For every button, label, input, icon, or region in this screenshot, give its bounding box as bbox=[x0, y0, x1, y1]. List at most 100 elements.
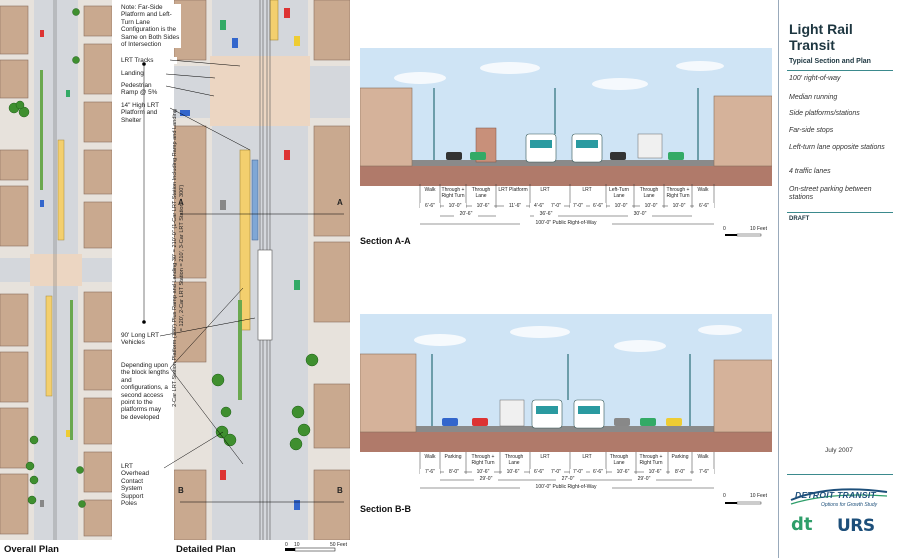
plan-scale-50: 50 Feet bbox=[330, 542, 347, 548]
sec-b-lane-through-right-left: Through + Right Turn bbox=[471, 454, 495, 466]
detailed-plan-map bbox=[174, 0, 350, 540]
title-line-2: Transit bbox=[789, 37, 835, 53]
sec-a-scale-10: 10 Feet bbox=[750, 226, 767, 232]
sec-a-row: 100'-0" Public Right-of-Way bbox=[520, 220, 612, 226]
feature-item-2: Median running bbox=[789, 94, 838, 101]
annotation-landing: Landing bbox=[121, 70, 171, 78]
section-a-title: Section A-A bbox=[360, 236, 411, 246]
sec-a-lane-platform: LRT Platform bbox=[498, 187, 528, 193]
feature-item-4: Far-side stops bbox=[789, 127, 834, 134]
plan-scale-10: 10 bbox=[294, 542, 300, 548]
sec-a-width-10: 10'-0" bbox=[668, 203, 690, 209]
sec-a-width-5: 7'-0" bbox=[548, 203, 564, 209]
sec-a-lane-through-right: Through Lane bbox=[639, 187, 659, 199]
sec-b-width-7: 6'-6" bbox=[590, 469, 606, 475]
sec-a-width-4: 4'-6" bbox=[530, 203, 548, 209]
title-rule bbox=[787, 70, 893, 71]
sec-b-lane-through-right-right: Through + Right Turn bbox=[639, 454, 663, 466]
sec-b-width-3: 10'-6" bbox=[502, 469, 524, 475]
sec-b-lane-walk-left: Walk bbox=[424, 454, 436, 460]
sec-a-lane-lrt-2: LRT bbox=[582, 187, 592, 193]
sec-a-lane-walk-right: Walk bbox=[697, 187, 709, 193]
feature-item-3: Side platforms/stations bbox=[789, 110, 860, 117]
sec-a-width-9: 10'-0" bbox=[640, 203, 662, 209]
sec-a-lane-left-turn: Left-Turn Lane bbox=[608, 187, 630, 199]
logo-main-text: DETROIT TRANSIT bbox=[795, 490, 876, 500]
feature-item-7: On-street parking between stations bbox=[789, 186, 872, 201]
overall-plan-title: Overall Plan bbox=[4, 544, 59, 555]
subtitle: Typical Section and Plan bbox=[789, 58, 871, 65]
detroit-transit-swoosh-icon bbox=[790, 488, 888, 505]
annotation-lrt-tracks: LRT Tracks bbox=[121, 57, 177, 65]
sec-a-width-8: 10'-0" bbox=[610, 203, 632, 209]
sec-a-width-11: 6'-6" bbox=[694, 203, 714, 209]
sec-b-width-4: 6'-6" bbox=[530, 469, 548, 475]
sec-a-width-0: 6'-6" bbox=[420, 203, 440, 209]
draft-label: DRAFT bbox=[789, 216, 810, 222]
section-b-scale-bar bbox=[725, 501, 762, 505]
annotation-poles: LRT Overhead Contact System Support Pole… bbox=[121, 463, 161, 508]
sec-b-scale-10: 10 Feet bbox=[750, 493, 767, 499]
sec-b-subtotal-0: 29'-0" bbox=[474, 476, 498, 482]
date-rule bbox=[787, 474, 893, 475]
sec-b-width-10: 8'-0" bbox=[670, 469, 690, 475]
feature-item-5: Left-turn lane opposite stations bbox=[789, 144, 885, 151]
plan-scale-bar bbox=[285, 547, 336, 552]
sec-b-scale-0: 0 bbox=[723, 493, 726, 499]
sec-a-width-2: 10'-6" bbox=[472, 203, 494, 209]
sec-b-width-11: 7'-6" bbox=[694, 469, 714, 475]
sec-a-width-6: 7'-0" bbox=[570, 203, 586, 209]
annotation-note: Note: Far-Side Platform and Left-Turn La… bbox=[121, 4, 181, 49]
plan-scale-0: 0 bbox=[285, 542, 288, 548]
section-marker-b-right: B bbox=[337, 486, 343, 495]
sec-b-width-8: 10'-6" bbox=[612, 469, 634, 475]
urs-logo: URS bbox=[837, 516, 875, 536]
section-marker-a-left: A bbox=[178, 198, 184, 207]
sec-b-width-0: 7'-6" bbox=[420, 469, 440, 475]
section-marker-a-right: A bbox=[337, 198, 343, 207]
feature-item-1: 100' right-of-way bbox=[789, 75, 841, 82]
section-marker-b-left: B bbox=[178, 486, 184, 495]
sec-a-width-1: 10'-0" bbox=[444, 203, 466, 209]
section-b-title: Section B-B bbox=[360, 504, 412, 514]
overall-plan-panel bbox=[0, 0, 112, 540]
section-b-illustration bbox=[360, 314, 772, 454]
section-a-scale-bar bbox=[725, 233, 762, 237]
leader-lines bbox=[142, 59, 256, 469]
sec-a-lane-lrt-1: LRT bbox=[540, 187, 550, 193]
sec-b-lane-parking-right: Parking bbox=[671, 454, 689, 460]
sec-a-lane-through-right-right: Through + Right Turn bbox=[666, 187, 690, 199]
sec-a-subtotal-0: 20'-6" bbox=[454, 211, 478, 217]
annotation-depending: Depending upon the block lengths and con… bbox=[121, 362, 169, 422]
sec-b-width-5: 7'-0" bbox=[548, 469, 564, 475]
sec-b-lane-lrt-2: LRT bbox=[582, 454, 592, 460]
detailed-plan-title: Detailed Plan bbox=[176, 544, 236, 555]
sec-b-lane-through-right: Through Lane bbox=[609, 454, 629, 466]
annotation-platform: 14" High LRT Platform and Shelter bbox=[121, 102, 171, 125]
draft-rule bbox=[787, 212, 893, 213]
sec-a-subtotal-1: 36'-6" bbox=[534, 211, 558, 217]
detailed-plan-panel bbox=[174, 0, 350, 540]
detroit-transit-logo bbox=[789, 486, 889, 510]
sec-b-lane-walk-right: Walk bbox=[697, 454, 709, 460]
sec-a-lane-walk-left: Walk bbox=[424, 187, 436, 193]
logo-tagline: Options for Growth Study bbox=[821, 502, 878, 508]
title-line-1: Light Rail bbox=[789, 21, 853, 37]
sec-b-subtotal-1: 27'-0" bbox=[556, 476, 580, 482]
annotation-vehicles: 90' Long LRT Vehicles bbox=[121, 332, 167, 347]
sec-b-width-1: 8'-0" bbox=[444, 469, 464, 475]
sec-a-width-7: 6'-6" bbox=[590, 203, 606, 209]
sec-a-width-3: 11'-6" bbox=[504, 203, 526, 209]
sec-a-subtotal-2: 30'-0" bbox=[628, 211, 652, 217]
date-label: July 2007 bbox=[825, 447, 853, 454]
section-a-illustration bbox=[360, 48, 772, 188]
feature-item-6: 4 traffic lanes bbox=[789, 168, 831, 175]
sec-b-lane-through-left: Through Lane bbox=[504, 454, 524, 466]
sec-a-lane-through-right-left: Through + Right Turn bbox=[441, 187, 465, 199]
sec-b-width-2: 10'-6" bbox=[472, 469, 494, 475]
sec-b-subtotal-2: 29'-0" bbox=[632, 476, 656, 482]
sec-a-lane-through-left: Through Lane bbox=[471, 187, 491, 199]
sec-b-width-9: 10'-6" bbox=[644, 469, 666, 475]
title-block: Light Rail Transit Typical Section and P… bbox=[778, 0, 900, 558]
sec-a-scale-0: 0 bbox=[723, 226, 726, 232]
